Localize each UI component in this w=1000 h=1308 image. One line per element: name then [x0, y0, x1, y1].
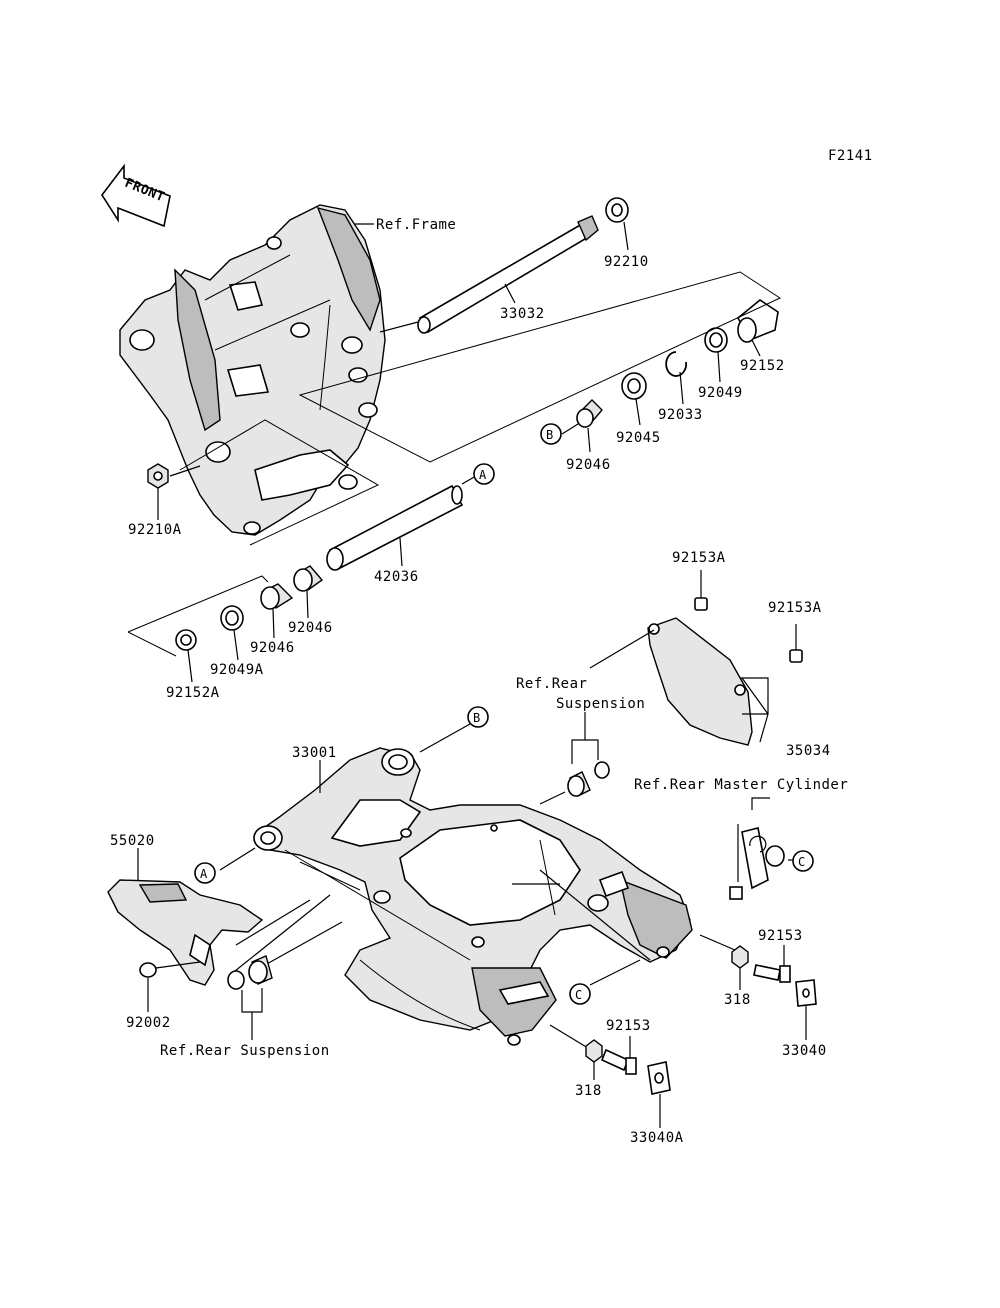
label-ref-rear-master-cylinder: Ref.Rear Master Cylinder: [634, 777, 848, 793]
bolt-92153A-2: [789, 649, 803, 663]
callout-a-upper: A: [473, 463, 495, 485]
adjuster-plate-33040: [795, 979, 817, 1007]
needle-bearing-92046-top: [576, 399, 603, 428]
chain-cover-35034: [647, 617, 753, 746]
collar-42036: [326, 484, 464, 571]
svg-text:C: C: [798, 855, 806, 869]
label-92152: 92152: [740, 358, 785, 374]
callout-c-lower: C: [569, 983, 591, 1005]
exploded-box-left: [127, 575, 269, 657]
label-92046-b: 92046: [250, 640, 295, 656]
svg-text:B: B: [546, 428, 554, 442]
nut-318-bottom: [585, 1039, 603, 1063]
front-arrow-icon: FRONT: [101, 163, 171, 228]
needle-bearing-92046-b: [293, 565, 324, 592]
label-92152A: 92152A: [166, 685, 220, 701]
label-92210: 92210: [604, 254, 649, 270]
label-92153A-2: 92153A: [768, 600, 822, 616]
label-92046-a: 92046: [288, 620, 333, 636]
label-35034: 35034: [786, 743, 831, 759]
suspension-bushing-upper: [567, 761, 610, 797]
frame-drawing: [119, 204, 386, 536]
svg-text:A: A: [479, 468, 487, 482]
chain-guide-55020: [107, 879, 264, 986]
dust-cover-92152A: [175, 629, 197, 651]
label-92033: 92033: [658, 407, 703, 423]
svg-text:C: C: [575, 988, 583, 1002]
bearing-92045: [621, 372, 647, 400]
label-33040A: 33040A: [630, 1130, 684, 1146]
exploded-box-right: [298, 271, 782, 463]
svg-text:B: B: [473, 711, 481, 725]
label-ref-frame: Ref.Frame: [376, 217, 456, 233]
label-92049A: 92049A: [210, 662, 264, 678]
bolt-92153-right: [753, 964, 791, 983]
label-92153-right: 92153: [758, 928, 803, 944]
label-92045: 92045: [616, 430, 661, 446]
bolt-92153A-1: [694, 590, 708, 611]
bolt-92002: [139, 961, 201, 978]
label-ref-rear-1: Ref.Rear: [516, 676, 587, 692]
callout-a-lower: A: [194, 862, 216, 884]
label-318-bottom: 318: [575, 1083, 602, 1099]
master-cylinder-bracket: [729, 827, 785, 900]
pivot-shaft-33032: [417, 215, 599, 334]
label-ref-rear-suspension-bottom: Ref.Rear Suspension: [160, 1043, 330, 1059]
needle-bearing-92046-a: [260, 583, 294, 610]
label-92153A-1: 92153A: [672, 550, 726, 566]
label-92046-top: 92046: [566, 457, 611, 473]
svg-text:A: A: [200, 867, 208, 881]
suspension-bushing-lower: [227, 955, 273, 990]
figure-code: F2141: [828, 148, 873, 164]
nut-318-right: [731, 945, 749, 969]
label-92049: 92049: [698, 385, 743, 401]
swingarm-33001: [253, 747, 693, 1046]
nut-92210A: [147, 463, 169, 489]
label-33040: 33040: [782, 1043, 827, 1059]
callout-b-lower: B: [467, 706, 489, 728]
label-42036: 42036: [374, 569, 419, 585]
nut-92210: [605, 197, 629, 223]
label-92002: 92002: [126, 1015, 171, 1031]
label-318-right: 318: [724, 992, 751, 1008]
label-ref-rear-2: Suspension: [556, 696, 645, 712]
oil-seal-92049A: [220, 605, 244, 631]
circlip-92033: [665, 351, 688, 377]
label-92153-bottom: 92153: [606, 1018, 651, 1034]
label-92210A: 92210A: [128, 522, 182, 538]
dust-cover-92152: [736, 299, 779, 343]
label-33032: 33032: [500, 306, 545, 322]
callout-b-upper: B: [540, 423, 562, 445]
label-55020: 55020: [110, 833, 155, 849]
bolt-92153-bottom: [600, 1048, 637, 1075]
label-33001: 33001: [292, 745, 337, 761]
callout-c-right: C: [792, 850, 814, 872]
adjuster-plate-33040A: [647, 1061, 671, 1095]
